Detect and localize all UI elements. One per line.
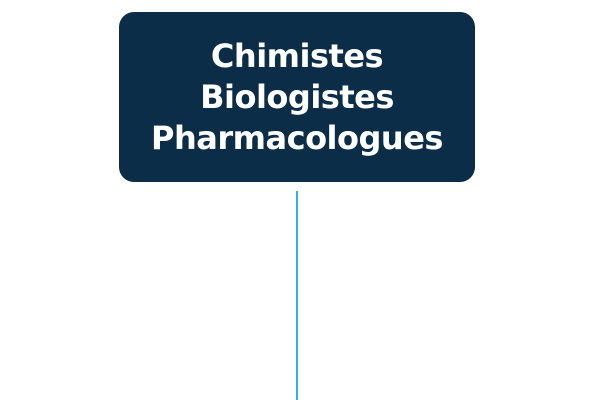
node-label-line-2: Biologistes	[200, 77, 394, 116]
diagram-node-chimistes-biologistes-pharmacologues: Chimistes Biologistes Pharmacologues	[119, 12, 475, 182]
node-label-line-1: Chimistes	[210, 36, 384, 75]
connector-line	[296, 191, 298, 400]
node-label-line-3: Pharmacologues	[151, 118, 443, 157]
